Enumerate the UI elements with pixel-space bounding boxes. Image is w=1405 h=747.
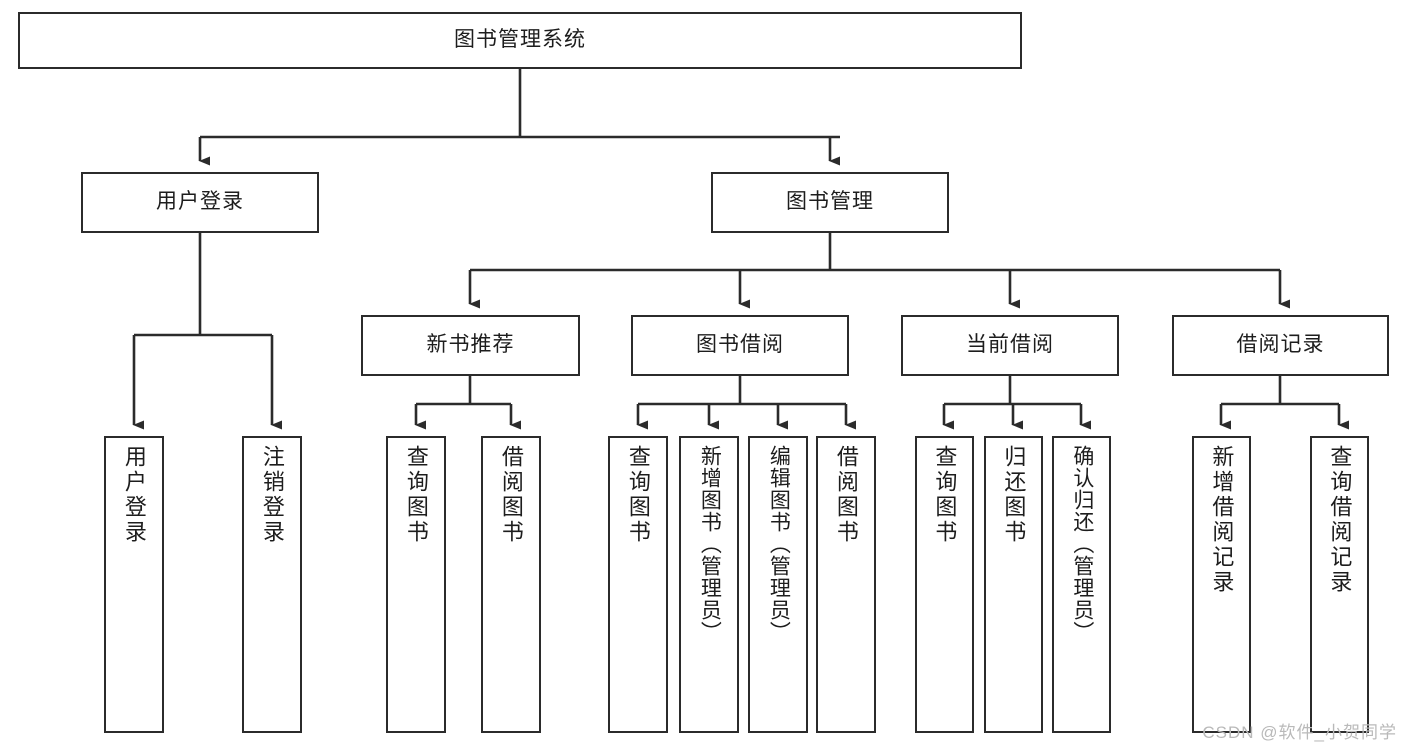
node-root-system-label: 图书管理系统 xyxy=(454,28,586,52)
node-leaf-query-record-label: 查询借阅记录 xyxy=(1327,445,1353,595)
node-book-borrow[interactable]: 图书借阅 xyxy=(631,315,849,376)
node-leaf-edit-book[interactable]: 编辑图书（管理员） xyxy=(748,436,808,733)
node-leaf-add-record-label: 新增借阅记录 xyxy=(1209,445,1235,595)
node-leaf-return-book-label: 归还图书 xyxy=(1001,445,1027,545)
node-leaf-user-login[interactable]: 用户登录 xyxy=(104,436,164,733)
node-leaf-confirm-return[interactable]: 确认归还（管理员） xyxy=(1052,436,1111,733)
node-root-system[interactable]: 图书管理系统 xyxy=(18,12,1022,69)
node-user-login-label: 用户登录 xyxy=(156,190,244,214)
node-leaf-user-logout-label: 注销登录 xyxy=(259,445,285,545)
node-leaf-query-book-1[interactable]: 查询图书 xyxy=(386,436,446,733)
node-user-login[interactable]: 用户登录 xyxy=(81,172,319,233)
watermark-credit: CSDN @软件_小贺同学 xyxy=(1202,723,1397,742)
node-new-book-rec[interactable]: 新书推荐 xyxy=(361,315,580,376)
node-current-borrow[interactable]: 当前借阅 xyxy=(901,315,1119,376)
node-leaf-return-book[interactable]: 归还图书 xyxy=(984,436,1043,733)
node-leaf-query-book-2[interactable]: 查询图书 xyxy=(608,436,668,733)
node-leaf-query-book-2-label: 查询图书 xyxy=(625,445,651,545)
node-leaf-add-book-label: 新增图书（管理员） xyxy=(698,445,722,643)
node-leaf-borrow-book-2[interactable]: 借阅图书 xyxy=(816,436,876,733)
node-book-borrow-label: 图书借阅 xyxy=(696,333,784,357)
node-leaf-user-logout[interactable]: 注销登录 xyxy=(242,436,302,733)
node-leaf-confirm-return-label: 确认归还（管理员） xyxy=(1070,445,1094,643)
node-leaf-query-book-3-label: 查询图书 xyxy=(932,445,958,545)
node-leaf-query-record[interactable]: 查询借阅记录 xyxy=(1310,436,1369,733)
node-leaf-edit-book-label: 编辑图书（管理员） xyxy=(767,445,791,643)
node-leaf-query-book-1-label: 查询图书 xyxy=(403,445,429,545)
node-leaf-borrow-book-2-label: 借阅图书 xyxy=(833,445,859,545)
node-book-manage-label: 图书管理 xyxy=(786,190,874,214)
node-leaf-user-login-label: 用户登录 xyxy=(121,445,147,545)
node-leaf-borrow-book-1[interactable]: 借阅图书 xyxy=(481,436,541,733)
node-new-book-rec-label: 新书推荐 xyxy=(426,333,515,357)
node-leaf-add-book[interactable]: 新增图书（管理员） xyxy=(679,436,739,733)
node-leaf-query-book-3[interactable]: 查询图书 xyxy=(915,436,974,733)
node-current-borrow-label: 当前借阅 xyxy=(966,333,1054,357)
node-borrow-record[interactable]: 借阅记录 xyxy=(1172,315,1389,376)
node-leaf-add-record[interactable]: 新增借阅记录 xyxy=(1192,436,1251,733)
node-leaf-borrow-book-1-label: 借阅图书 xyxy=(498,445,524,545)
node-book-manage[interactable]: 图书管理 xyxy=(711,172,949,233)
node-borrow-record-label: 借阅记录 xyxy=(1236,333,1325,357)
